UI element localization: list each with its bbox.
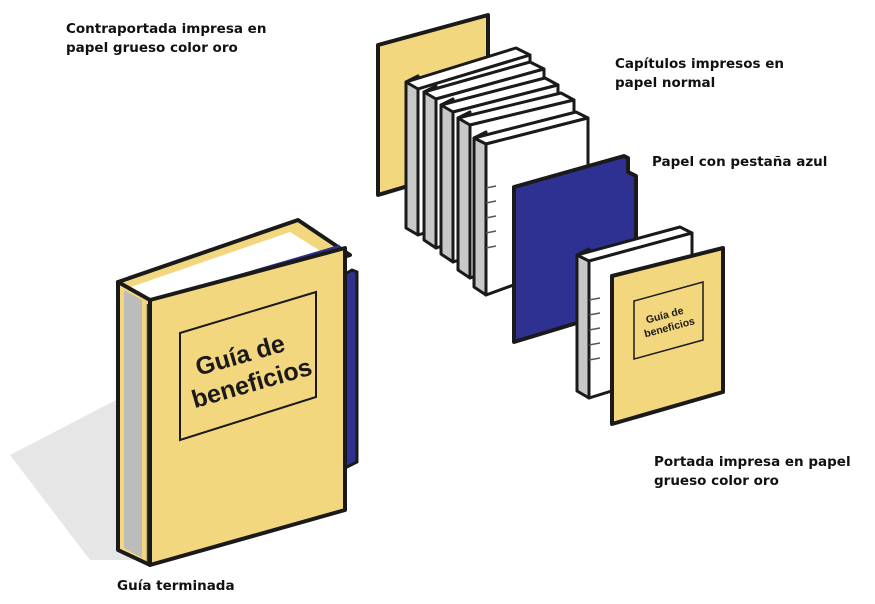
label-finished-guide: Guía terminada [117,578,235,594]
book-shadow [10,385,145,560]
finished-book: Guía de beneficios [10,218,359,567]
label-blue-tab: Papel con pestaña azul [652,154,828,170]
label-front-cover: Portada impresa en papel grueso color or… [654,454,851,489]
book-title-frame [179,290,317,442]
cover-title-frame [633,281,704,360]
label-back-cover: Contraportada impresa en papel grueso co… [66,21,267,56]
book-spine-edge [124,290,142,558]
front-cover-sheet: Guía de beneficios [610,246,725,426]
label-chapters: Capítulos impresos en papel normal [615,56,784,91]
